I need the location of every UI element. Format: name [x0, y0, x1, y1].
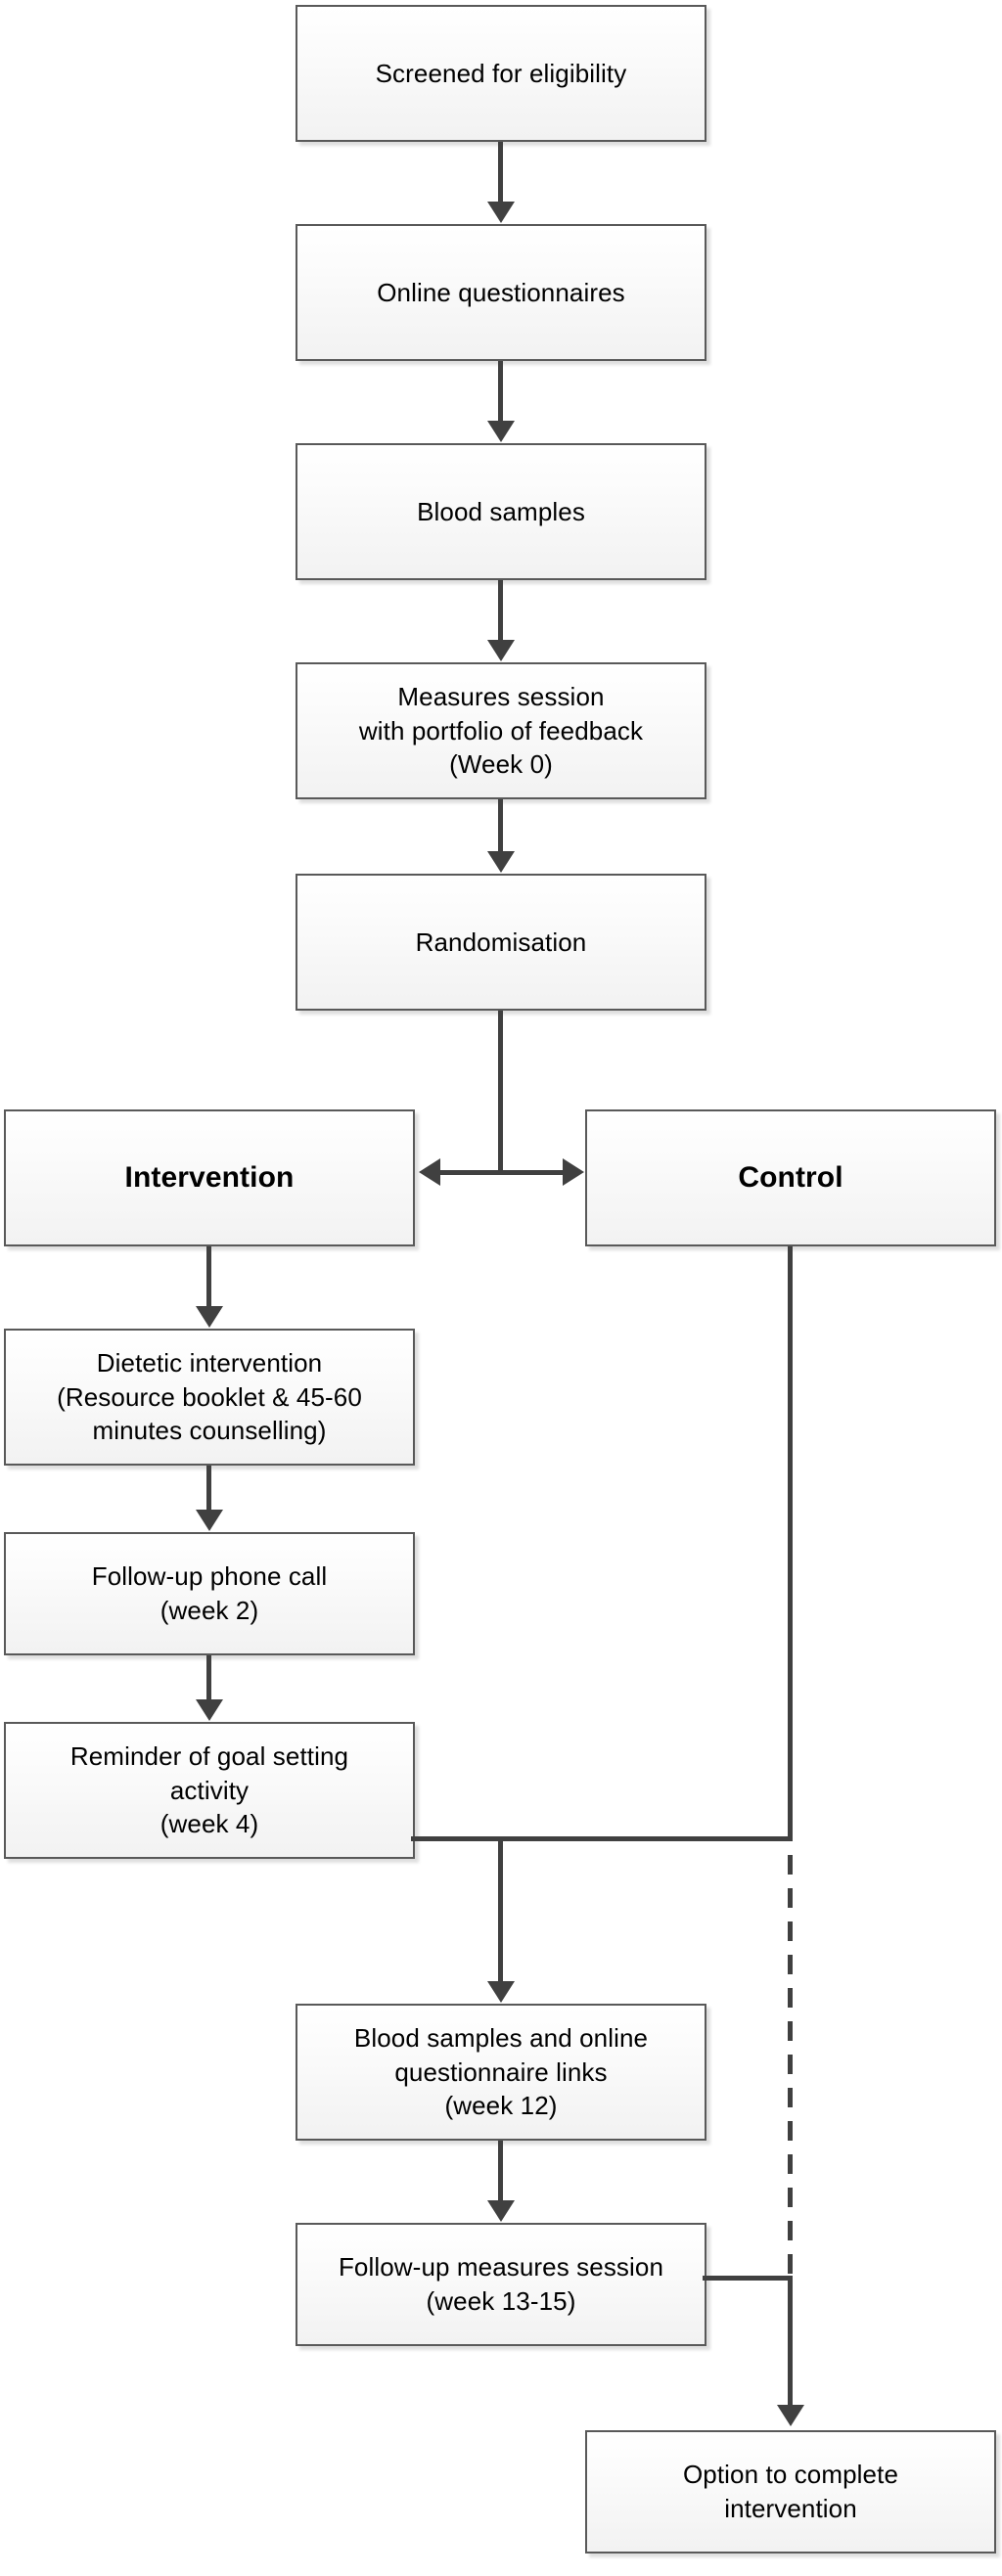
connector-phonecall-to-reminder: [206, 1655, 211, 1704]
arrowhead-bloodonline-to-followup: [487, 2200, 515, 2222]
arrowhead-to-option: [777, 2405, 804, 2426]
arrowhead-to-control: [563, 1158, 584, 1186]
node-randomisation[interactable]: Randomisation: [296, 874, 706, 1011]
connector-followup-to-option-vertical: [788, 2276, 793, 2409]
connector-merge-horizontal: [411, 1836, 793, 1841]
node-screened-for-eligibility[interactable]: Screened for eligibility: [296, 5, 706, 142]
node-label: Intervention: [124, 1161, 295, 1195]
connector-bloodonline-to-followup: [498, 2141, 503, 2205]
node-label: Screened for eligibility: [375, 58, 627, 88]
node-label: Control: [738, 1161, 843, 1195]
arrowhead-blood-to-measures: [487, 640, 515, 661]
node-followup-measures-session[interactable]: Follow-up measures session (week 13-15): [296, 2223, 706, 2346]
node-label: Randomisation: [415, 926, 587, 957]
connector-followup-to-option-horizontal: [703, 2276, 793, 2281]
arrowhead-dietetic-to-phonecall: [196, 1510, 223, 1531]
connector-control-dashed-vertical: [788, 1855, 793, 2278]
node-label: Blood samples and online questionnaire l…: [353, 2023, 649, 2121]
node-label: Option to complete intervention: [682, 2460, 899, 2523]
node-measures-session[interactable]: Measures session with portfolio of feedb…: [296, 662, 706, 799]
connector-intervention-to-dietetic: [206, 1246, 211, 1311]
node-label: Online questionnaires: [377, 277, 625, 307]
node-control[interactable]: Control: [585, 1109, 996, 1246]
node-label: Dietetic intervention (Resource booklet …: [57, 1348, 362, 1446]
connector-measures-to-randomisation: [498, 799, 503, 856]
arrowhead-merge-to-blood-online: [487, 1981, 515, 2003]
connector-dietetic-to-phonecall: [206, 1466, 211, 1514]
node-label: Follow-up phone call (week 2): [91, 1561, 328, 1625]
node-option-to-complete-intervention[interactable]: Option to complete intervention: [585, 2430, 996, 2553]
connector-screened-to-online: [498, 142, 503, 206]
arrowhead-screened-to-online: [487, 202, 515, 223]
node-blood-samples-online-links[interactable]: Blood samples and online questionnaire l…: [296, 2004, 706, 2141]
node-blood-samples[interactable]: Blood samples: [296, 443, 706, 580]
node-dietetic-intervention[interactable]: Dietetic intervention (Resource booklet …: [4, 1329, 415, 1466]
connector-randomisation-stem: [498, 1011, 503, 1173]
connector-online-to-blood: [498, 361, 503, 426]
arrowhead-phonecall-to-reminder: [196, 1699, 223, 1721]
arrowhead-measures-to-randomisation: [487, 851, 515, 873]
connector-blood-to-measures: [498, 580, 503, 645]
node-label: Measures session with portfolio of feedb…: [358, 682, 644, 780]
connector-control-solid-vertical: [788, 1246, 793, 1841]
node-label: Blood samples: [417, 496, 585, 526]
arrowhead-intervention-to-dietetic: [196, 1306, 223, 1328]
node-reminder-goal-setting[interactable]: Reminder of goal setting activity (week …: [4, 1722, 415, 1859]
connector-split-right: [498, 1170, 563, 1175]
node-label: Reminder of goal setting activity (week …: [69, 1741, 349, 1839]
node-followup-phone-call[interactable]: Follow-up phone call (week 2): [4, 1532, 415, 1655]
node-intervention[interactable]: Intervention: [4, 1109, 415, 1246]
arrowhead-to-intervention: [419, 1158, 440, 1186]
node-online-questionnaires[interactable]: Online questionnaires: [296, 224, 706, 361]
node-label: Follow-up measures session (week 13-15): [338, 2252, 664, 2316]
connector-split-left: [440, 1170, 501, 1175]
arrowhead-online-to-blood: [487, 421, 515, 442]
connector-merge-to-blood-online: [498, 1838, 503, 1985]
